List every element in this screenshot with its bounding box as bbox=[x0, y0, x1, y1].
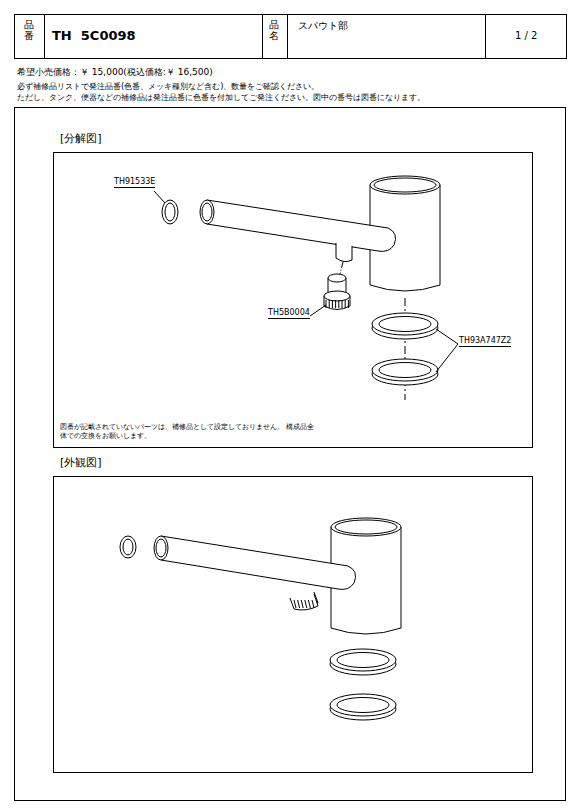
header-table bbox=[15, 15, 567, 59]
part-number: TH 5C0098 bbox=[52, 29, 136, 44]
gasket-rings bbox=[372, 313, 438, 385]
leader-line bbox=[310, 305, 326, 316]
header-cell-label: 品番 bbox=[24, 19, 34, 41]
exploded-view bbox=[154, 176, 458, 400]
aerator bbox=[324, 274, 350, 310]
page-number: 1 / 2 bbox=[515, 30, 537, 42]
outer-frame bbox=[15, 108, 566, 801]
appearance-view bbox=[120, 518, 401, 720]
view-panel: [分解図]図番が記載されていないパーツは、補修品として設定しておりません。 構成… bbox=[53, 152, 533, 448]
view-heading: [外観図] bbox=[60, 455, 102, 470]
leader-line bbox=[436, 329, 458, 344]
notice-text: ただし、タンク、便器などの補修品は発注品番に色番を付加してご発注ください。図中の… bbox=[17, 93, 425, 103]
leader-line bbox=[436, 344, 458, 372]
header-cell-label: 品名 bbox=[269, 19, 279, 41]
notice-text: 必ず補修品リストで発注品番(色番、メッキ種別など含む)、数量をご確認ください。 bbox=[17, 82, 319, 92]
callout-number: TH93A747Z2 bbox=[459, 336, 511, 347]
part-name: スパウト部 bbox=[298, 20, 348, 32]
callout-number: TH91533E bbox=[114, 177, 155, 188]
leader-line bbox=[154, 191, 165, 203]
view-panel: [外観図] bbox=[53, 476, 533, 773]
view-heading: [分解図] bbox=[60, 131, 102, 146]
callout-number: TH5B0004 bbox=[268, 308, 310, 319]
panel-note: 図番が記載されていないパーツは、補修品として設定しておりません。 構成品全体での… bbox=[60, 423, 320, 441]
price-text: 希望小売価格：￥ 15,000(税込価格:￥ 16,500) bbox=[17, 67, 213, 77]
